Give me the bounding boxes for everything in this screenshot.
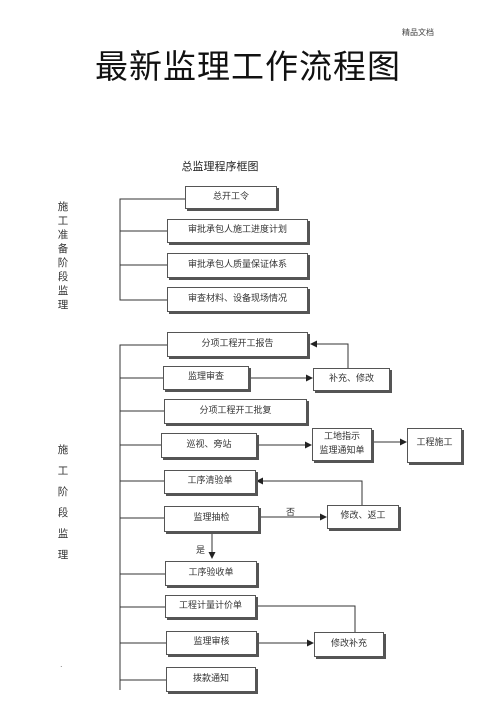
box-review-quality: 审批承包人质量保证体系 (167, 253, 308, 278)
phase-label-prep-7: 监 (57, 285, 69, 297)
box-inspection-sheet-label: 工序清验单 (187, 476, 233, 487)
box-site-instruction: 工地指示 监理通知单 (312, 428, 372, 461)
box-inspection-sheet: 工序清验单 (164, 470, 256, 494)
box-supervision-audit: 监理审核 (166, 631, 257, 655)
box-subitem-report-label: 分项工程开工报告 (201, 338, 274, 349)
box-acceptance-sheet-label: 工序验收单 (188, 567, 234, 578)
box-modify-supplement: 修改补充 (314, 632, 384, 657)
box-supervision-review-label: 监理审查 (188, 372, 225, 383)
phase-label-construction-2: 工 (57, 465, 69, 477)
box-review-schedule-label: 审批承包人施工进度计划 (187, 225, 287, 236)
box-review-schedule: 审批承包人施工进度计划 (167, 219, 308, 243)
corner-note: 精品文档 (402, 28, 434, 37)
box-supervision-audit-label: 监理审核 (193, 637, 230, 648)
box-spot-check-label: 监理抽检 (193, 513, 230, 524)
phase-label-prep-3: 准 (57, 229, 69, 241)
box-acceptance-sheet: 工序验收单 (165, 561, 257, 586)
box-patrol-station-label: 巡视、旁站 (186, 439, 232, 450)
box-construction: 工程施工 (407, 428, 462, 463)
box-site-instruction-line1: 工地指示 (323, 432, 360, 443)
phase-label-construction-3: 阶 (57, 486, 69, 498)
box-payment-notice: 拨款通知 (166, 667, 256, 692)
box-site-instruction-line2: 监理通知单 (319, 445, 365, 456)
box-construction-label: 工程施工 (416, 438, 453, 448)
box-patrol-station: 巡视、旁站 (161, 433, 257, 458)
box-subitem-approval-label: 分项工程开工批复 (199, 405, 272, 416)
page-title: 最新监理工作流程图 (95, 47, 401, 86)
label-no: 否 (286, 508, 296, 518)
box-supplement-modify: 补充、修改 (313, 368, 390, 391)
phase-label-prep-6: 段 (57, 271, 69, 283)
box-modify-rework: 修改、返工 (327, 505, 399, 529)
box-check-materials-label: 审查材料、设备现场情况 (187, 293, 287, 304)
phase-label-construction-6: 理 (57, 549, 69, 561)
box-measurement-sheet-label: 工程计量计价单 (178, 600, 242, 611)
phase-label-prep-8: 理 (57, 299, 69, 311)
box-review-quality-label: 审批承包人质量保证体系 (187, 259, 287, 270)
box-modify-supplement-label: 修改补充 (330, 638, 367, 649)
box-start-order: 总开工令 (185, 186, 277, 209)
phase-label-prep-4: 备 (57, 243, 69, 255)
box-start-order-label: 总开工令 (212, 191, 249, 202)
box-subitem-approval: 分项工程开工批复 (164, 399, 307, 424)
phase-label-prep-5: 阶 (57, 257, 69, 269)
phase-label-construction-4: 段 (57, 507, 69, 519)
label-yes: 是 (196, 546, 206, 556)
footer-mark: . (60, 660, 63, 669)
phase-label-prep-1: 施 (57, 201, 69, 213)
box-subitem-report: 分项工程开工报告 (167, 332, 308, 357)
phase-label-construction-1: 施 (57, 444, 69, 456)
box-spot-check: 监理抽检 (164, 506, 259, 532)
box-check-materials: 审查材料、设备现场情况 (167, 287, 308, 312)
box-supplement-modify-label: 补充、修改 (328, 373, 374, 384)
box-modify-rework-label: 修改、返工 (340, 511, 386, 522)
phase-label-prep-2: 工 (57, 215, 69, 227)
box-payment-notice-label: 拨款通知 (192, 673, 229, 684)
box-measurement-sheet: 工程计量计价单 (165, 595, 256, 618)
diagram-subtitle: 总监理程序框图 (181, 160, 259, 173)
box-supervision-review: 监理审查 (163, 366, 249, 390)
phase-label-construction-5: 监 (57, 528, 69, 540)
